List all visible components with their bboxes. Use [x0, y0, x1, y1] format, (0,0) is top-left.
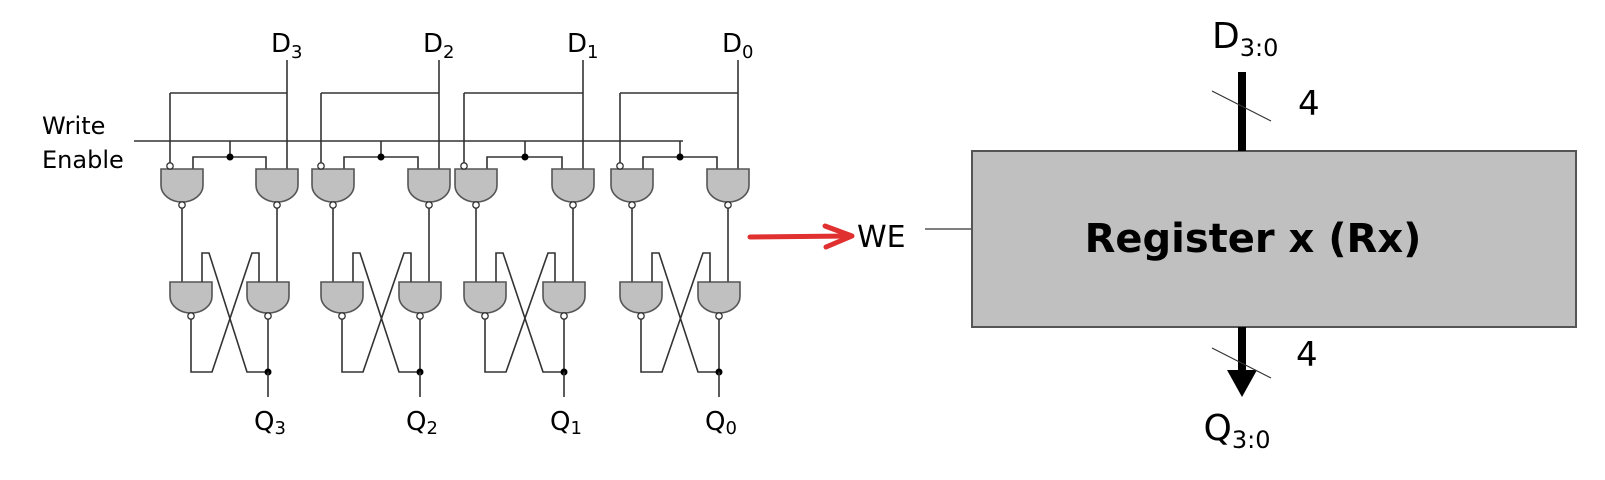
input-label-sub: 3:0 [1240, 34, 1279, 62]
nand-gate-top-right [255, 168, 299, 203]
output-bus-slash [1211, 347, 1272, 379]
cross-wire-b [495, 252, 565, 373]
nand-gate-bottom-left [169, 281, 213, 314]
inverter-bubble [616, 162, 624, 170]
output-bubble [338, 312, 346, 320]
d-label-sub: 3 [291, 42, 302, 63]
d-label-main: D [271, 29, 291, 59]
d-label-sub: 0 [742, 42, 753, 63]
output-width-label: 4 [1296, 335, 1318, 375]
nand-gate-bottom-right [542, 281, 586, 314]
nand-gate-bottom-right [697, 281, 741, 314]
enable-junction-dot [226, 153, 234, 161]
output-bubble [724, 201, 732, 209]
d-input-label: D1 [567, 29, 598, 63]
nand-gate-top-left [311, 168, 355, 203]
nand-gate-bottom-right [398, 281, 442, 314]
q-output-label: Q0 [705, 407, 737, 439]
d-label-main: D [567, 29, 587, 59]
nand-gate-bottom-left [619, 281, 663, 314]
q-label-sub: 3 [274, 418, 285, 439]
write-enable-label-line1: Write [42, 112, 105, 140]
cross-wire-a [484, 252, 556, 373]
input-label: D3:0 [1212, 16, 1278, 62]
output-label-main: Q [1204, 408, 1232, 449]
d-input-label: D0 [722, 29, 753, 63]
nand-gate-top-left [454, 168, 498, 203]
output-label-sub: 3:0 [1232, 426, 1271, 454]
d-input-label: D3 [271, 29, 302, 63]
nand-gate-bottom-left [463, 281, 507, 314]
output-bubble [715, 312, 723, 320]
write-enable-label-line2: Enable [42, 146, 124, 174]
q-label-sub: 0 [725, 418, 736, 439]
q-label-main: Q [550, 407, 570, 437]
arrow-shaft [747, 233, 853, 240]
enable-junction-dot [521, 153, 529, 161]
q-output-label: Q1 [550, 407, 582, 439]
q-label-sub: 1 [570, 418, 581, 439]
output-bubble [481, 312, 489, 320]
output-arrow-head [1227, 370, 1257, 397]
output-bubble [178, 201, 186, 209]
register-title: Register x (Rx) [1085, 216, 1422, 262]
nand-gate-bottom-right [246, 281, 290, 314]
we-label: WE [857, 220, 906, 255]
nand-gate-top-left [610, 168, 654, 203]
q-output-label: Q3 [254, 407, 286, 439]
output-bubble [637, 312, 645, 320]
output-bubble [187, 312, 195, 320]
output-bubble [264, 312, 272, 320]
enable-junction-dot [377, 153, 385, 161]
output-bubble [560, 312, 568, 320]
output-bubble [472, 201, 480, 209]
output-label: Q3:0 [1204, 408, 1271, 454]
q-label-sub: 2 [426, 418, 437, 439]
register-box [971, 150, 1577, 328]
output-bubble [628, 201, 636, 209]
q-label-main: Q [705, 407, 725, 437]
inverter-bubble [317, 162, 325, 170]
input-label-main: D [1212, 16, 1240, 57]
output-bubble [569, 201, 577, 209]
d-label-sub: 2 [443, 42, 454, 63]
nand-gate-bottom-left [320, 281, 364, 314]
enable-junction-dot [676, 153, 684, 161]
nand-gate-top-left [160, 168, 204, 203]
cross-wire-b [651, 252, 720, 373]
d-label-main: D [722, 29, 742, 59]
input-bus-slash [1211, 90, 1272, 122]
output-bubble [329, 201, 337, 209]
cross-wire-b [352, 252, 421, 373]
d-input-label: D2 [423, 29, 454, 63]
cross-wire-b [201, 252, 269, 373]
inverter-bubble [166, 162, 174, 170]
nand-gate-top-right [551, 168, 595, 203]
d-label-main: D [423, 29, 443, 59]
nand-gate-top-right [706, 168, 750, 203]
nand-gate-top-right [407, 168, 451, 203]
arrow-head [822, 223, 855, 250]
d-label-sub: 1 [587, 42, 598, 63]
q-output-label: Q2 [406, 407, 438, 439]
cross-wire-a [190, 252, 260, 373]
output-bubble [273, 201, 281, 209]
inverter-bubble [460, 162, 468, 170]
input-width-label: 4 [1298, 84, 1320, 124]
output-bubble [425, 201, 433, 209]
cross-wire-a [640, 252, 711, 373]
q-label-main: Q [406, 407, 426, 437]
transform-arrow [747, 223, 855, 250]
cross-wire-a [341, 252, 412, 373]
q-label-main: Q [254, 407, 274, 437]
output-bubble [416, 312, 424, 320]
